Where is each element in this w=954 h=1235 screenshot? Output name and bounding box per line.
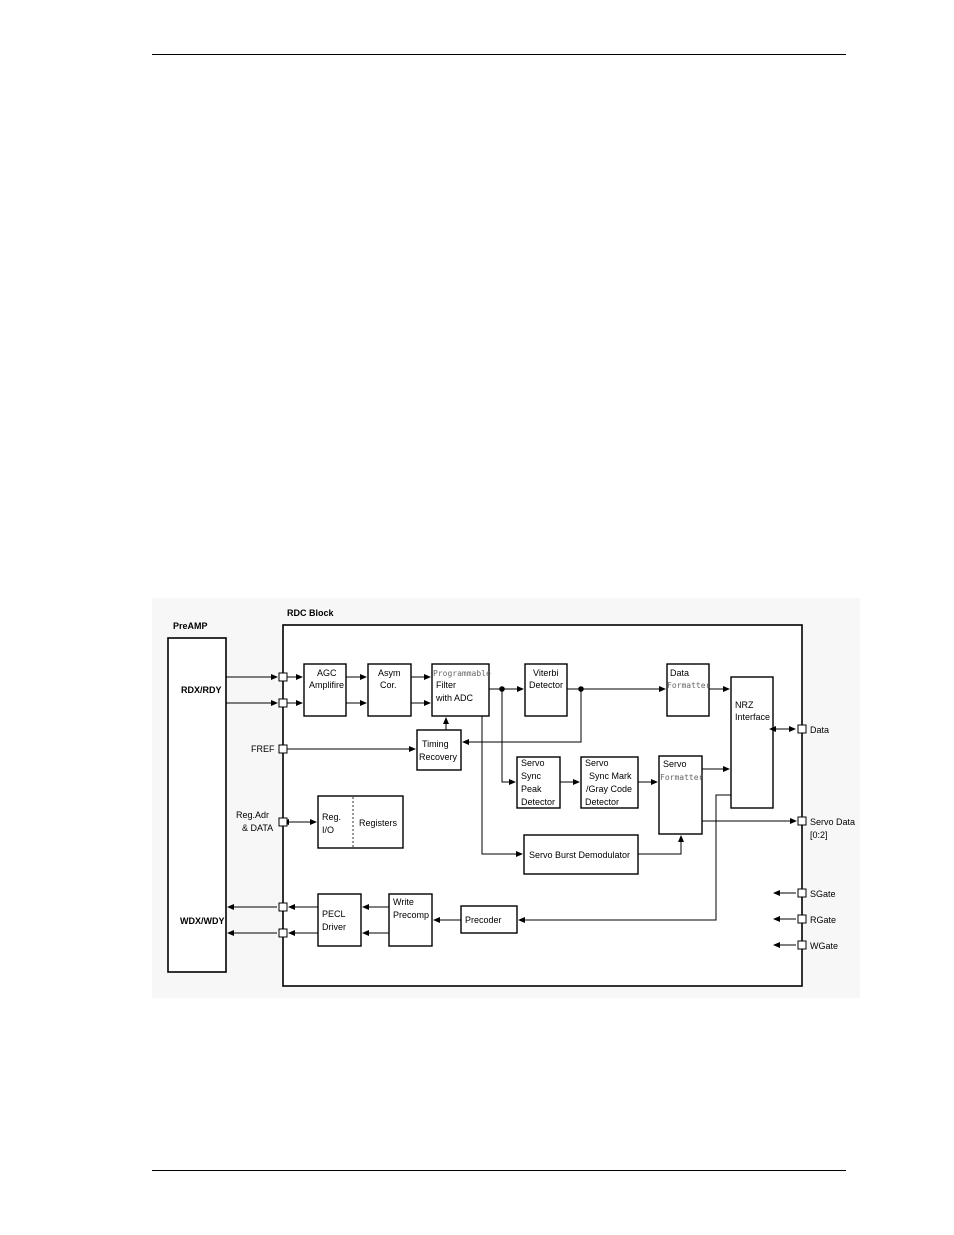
svg-text:Timing: Timing	[422, 739, 449, 749]
preamp-rd-label: RDX/RDY	[181, 685, 222, 695]
svg-text:PECL: PECL	[322, 909, 346, 919]
svg-text:Precoder: Precoder	[465, 915, 502, 925]
svg-text:NRZ: NRZ	[735, 700, 754, 710]
svg-text:Amplifire: Amplifire	[309, 680, 344, 690]
svg-text:Servo Burst Demodulator: Servo Burst Demodulator	[529, 850, 630, 860]
programmable-filter-block: Programmable Filter with ADC	[431, 663, 491, 717]
agc-amplifier-block: AGC Amplifire	[303, 663, 347, 717]
servo-formatter-block: Servo Formatter	[658, 755, 704, 835]
reg-data-label: & DATA	[242, 823, 273, 833]
preamp-title: PreAMP	[173, 621, 208, 631]
asym-cor-block: Asym Cor.	[367, 663, 412, 717]
svg-text:Precomp: Precomp	[393, 910, 429, 920]
footer-rule	[152, 1170, 846, 1171]
svg-text:Asym: Asym	[378, 668, 401, 678]
servo-sync-peak-detector-block: Servo Sync Peak Detector	[516, 756, 561, 809]
fref-label: FREF	[251, 744, 275, 754]
servo-data-range-label: [0:2]	[810, 830, 828, 840]
svg-text:Sync: Sync	[521, 771, 542, 781]
svg-text:Viterbi: Viterbi	[533, 668, 558, 678]
svg-text:Detector: Detector	[521, 797, 555, 807]
servo-data-port-label: Servo Data	[810, 817, 855, 827]
viterbi-detector-block: Viterbi Detector	[524, 663, 568, 717]
svg-text:Reg.: Reg.	[322, 812, 341, 822]
svg-text:Peak: Peak	[521, 784, 542, 794]
svg-text:with ADC: with ADC	[435, 693, 474, 703]
rgate-port-label: RGate	[810, 915, 836, 925]
nrz-interface-block: NRZ Interface	[730, 676, 774, 809]
svg-text:Registers: Registers	[359, 818, 398, 828]
svg-text:Driver: Driver	[322, 922, 346, 932]
preamp-wd-label: WDX/WDY	[180, 916, 225, 926]
svg-text:Servo: Servo	[663, 759, 687, 769]
svg-text:Filter: Filter	[436, 680, 456, 690]
svg-text:Programmable: Programmable	[433, 669, 491, 678]
svg-text:Formatter: Formatter	[660, 773, 704, 782]
rdc-title: RDC Block	[287, 608, 335, 618]
reg-io-registers-block: Reg. I/O Registers	[317, 795, 404, 849]
svg-text:I/O: I/O	[322, 825, 334, 835]
svg-text:/Gray Code: /Gray Code	[586, 784, 632, 794]
svg-text:Sync Mark: Sync Mark	[589, 771, 632, 781]
write-precomp-block: Write Precomp	[388, 893, 433, 947]
wgate-port-label: WGate	[810, 941, 838, 951]
svg-text:Detector: Detector	[529, 680, 563, 690]
svg-text:AGC: AGC	[317, 668, 337, 678]
svg-text:Servo: Servo	[521, 758, 545, 768]
pecl-driver-block: PECL Driver	[317, 893, 362, 947]
timing-recovery-block: Timing Recovery	[416, 729, 462, 771]
data-port-label: Data	[810, 725, 829, 735]
header-rule	[152, 54, 846, 55]
data-formatter-block: Data Formatter	[666, 663, 711, 717]
servo-sync-mark-detector-block: Servo Sync Mark /Gray Code Detector	[580, 756, 639, 809]
servo-burst-demodulator-block: Servo Burst Demodulator	[523, 834, 639, 875]
svg-text:Cor.: Cor.	[380, 680, 397, 690]
svg-text:Interface: Interface	[735, 712, 770, 722]
sgate-port-label: SGate	[810, 889, 836, 899]
svg-text:Servo: Servo	[585, 758, 609, 768]
svg-text:Write: Write	[393, 897, 414, 907]
svg-text:Detector: Detector	[585, 797, 619, 807]
svg-text:Formatter: Formatter	[667, 681, 711, 690]
junction-dots	[499, 686, 584, 692]
precoder-block: Precoder	[460, 905, 518, 934]
svg-text:Data: Data	[670, 668, 689, 678]
rdc-pins	[278, 672, 807, 950]
preamp-box	[167, 637, 227, 973]
reg-adr-label: Reg.Adr	[236, 810, 269, 820]
svg-text:Recovery: Recovery	[419, 752, 458, 762]
